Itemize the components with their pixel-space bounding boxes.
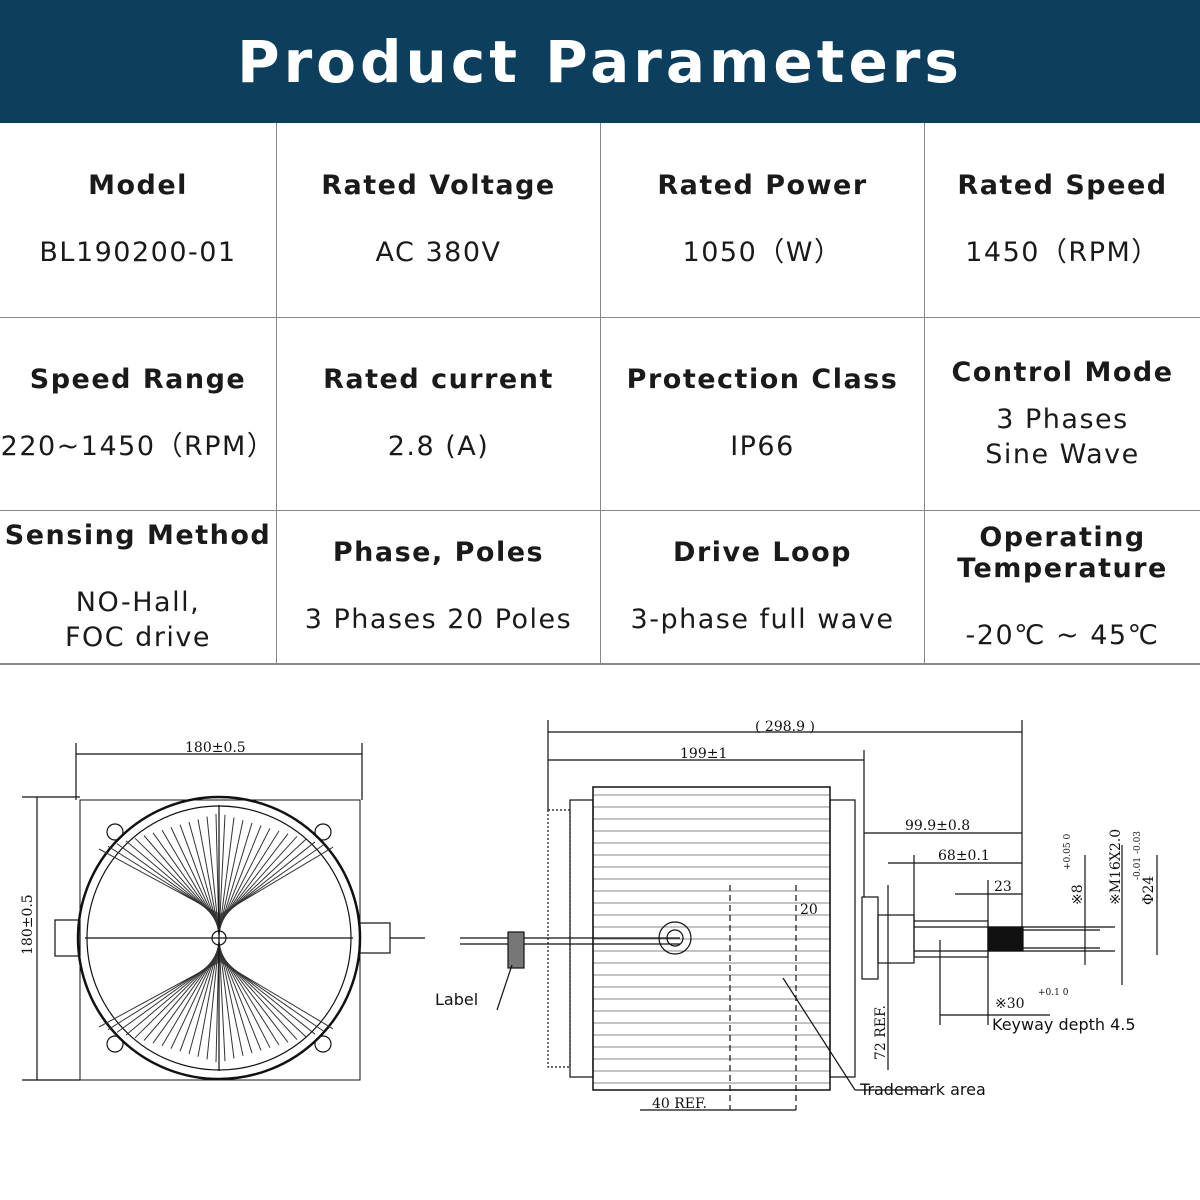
param-label: Rated Power: [657, 170, 868, 201]
param-cell: Control Mode 3 Phases Sine Wave: [925, 318, 1200, 511]
param-label: Protection Class: [626, 364, 899, 395]
param-value: AC 380V: [375, 237, 502, 268]
param-label: Operating Temperature: [957, 521, 1168, 584]
key-width-tol: +0.05 0: [1063, 834, 1073, 870]
param-value: 3 Phases Sine Wave: [985, 403, 1140, 470]
ref-40-dim: 40 REF.: [652, 1096, 707, 1112]
param-cell: Rated Speed 1450（RPM）: [925, 123, 1200, 318]
dimension-drawing: 180±0.5 180±0.5 Label ( 298.9 ) 199±1 99…: [20, 719, 1158, 1112]
param-label: Rated Voltage: [321, 170, 556, 201]
keyway-depth-note: Keyway depth 4.5: [992, 1015, 1136, 1034]
key-width-dim: ※8: [1070, 884, 1086, 905]
dim-20: 20: [800, 902, 818, 918]
param-cell: Drive Loop 3-phase full wave: [601, 511, 925, 664]
page-title: Product Parameters: [237, 27, 963, 96]
param-value: -20℃ ~ 45℃: [965, 619, 1160, 651]
keyway-tol: +0.1 0: [1038, 988, 1069, 998]
param-label: Drive Loop: [673, 537, 852, 568]
front-width-dim: 180±0.5: [185, 740, 246, 756]
front-view: [22, 743, 425, 1081]
shaft-length-dim: 68±0.1: [938, 848, 990, 864]
param-cell: Rated current 2.8 (A): [277, 318, 601, 511]
param-label: Rated Speed: [957, 170, 1168, 201]
trademark-area-callout: Trademark area: [859, 1080, 986, 1099]
param-label: Control Mode: [951, 356, 1174, 388]
param-value: 2.8 (A): [387, 431, 490, 462]
param-label: Sensing Method: [4, 519, 272, 551]
shaft-total-dim: 99.9±0.8: [905, 818, 970, 834]
param-value: 3-phase full wave: [630, 604, 895, 635]
param-value: NO-Hall, FOC drive: [64, 586, 212, 653]
shaft-dia-tol: -0.01 -0.03: [1133, 831, 1143, 880]
param-label: Speed Range: [29, 364, 247, 395]
param-label: Rated current: [323, 364, 554, 395]
thread-dim: ※M16X2.0: [1108, 829, 1124, 905]
param-value: 3 Phases 20 Poles: [304, 604, 573, 635]
param-value: BL190200-01: [39, 237, 237, 268]
body-length-dim: 199±1: [680, 746, 727, 762]
param-cell: Operating Temperature -20℃ ~ 45℃: [925, 511, 1200, 664]
param-label: Phase, Poles: [332, 537, 545, 568]
param-value: IP66: [730, 431, 795, 462]
param-cell: Rated Power 1050（W）: [601, 123, 925, 318]
param-cell: Rated Voltage AC 380V: [277, 123, 601, 318]
param-value: 1450（RPM）: [965, 237, 1160, 268]
thread-length-dim: 23: [994, 879, 1012, 895]
param-label: Model: [88, 170, 188, 201]
param-value: 220~1450（RPM）: [0, 431, 276, 462]
side-view: [460, 720, 1158, 1111]
ref-72-dim: 72 REF.: [873, 1005, 889, 1060]
param-value: 1050（W）: [682, 237, 843, 268]
param-cell: Speed Range 220~1450（RPM）: [0, 318, 277, 511]
shaft-dia-dim: Φ24: [1141, 876, 1157, 905]
keyway-length-dim: ※30: [995, 996, 1025, 1012]
front-height-dim: 180±0.5: [20, 894, 36, 955]
label-callout: Label: [435, 990, 478, 1009]
overall-length-dim: ( 298.9 ): [755, 719, 815, 735]
param-cell: Phase, Poles 3 Phases 20 Poles: [277, 511, 601, 664]
header-banner: Product Parameters: [0, 0, 1200, 123]
